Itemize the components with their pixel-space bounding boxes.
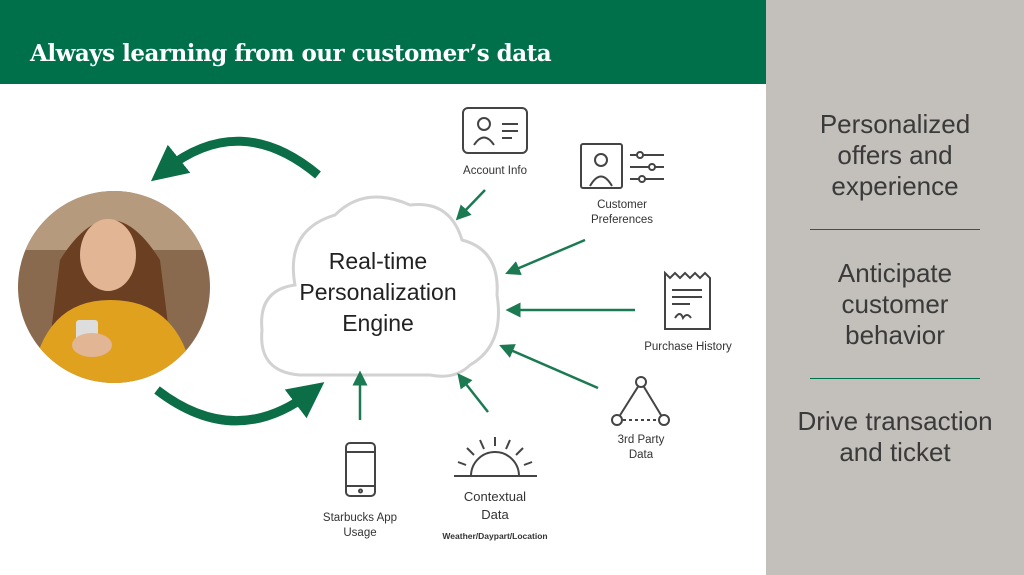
purchase-history-label: Purchase History: [644, 341, 732, 353]
slide-title: Always learning from our customer’s data: [30, 40, 552, 67]
outcomes-panel: Personalized offers and experience Antic…: [766, 0, 1024, 575]
customer-preferences-label: Customer Preferences: [590, 199, 654, 226]
account-info-label: Account Info: [463, 165, 527, 177]
contextual-data-sublabel: Weather/Daypart/Location: [442, 531, 548, 541]
sunrise-icon: [454, 437, 537, 477]
customer-photo: [18, 191, 210, 383]
divider: [810, 378, 980, 379]
cloud-shape: [260, 195, 500, 378]
smartphone-icon: [345, 442, 376, 497]
account-card-icon: [462, 107, 528, 154]
preferences-sliders-icon: [580, 143, 664, 189]
network-triangle-icon: [611, 376, 670, 426]
diagram: [18, 107, 711, 497]
outcome-drive-transaction: Drive transaction and ticket: [797, 406, 993, 467]
cycle-arrow-top: [150, 136, 321, 182]
cycle-arrow-bottom: [154, 382, 325, 426]
app-usage-label: Starbucks App Usage: [322, 512, 398, 539]
input-arrows: [352, 189, 635, 420]
divider: [810, 229, 980, 230]
contextual-data-label: Contextual Data: [463, 489, 527, 522]
receipt-icon: [664, 270, 711, 330]
third-party-data-label: 3rd Party Data: [617, 434, 665, 461]
engine-label: Real-time Personalization Engine: [299, 248, 457, 336]
outcome-anticipate-behavior: Anticipate customer behavior: [837, 258, 953, 350]
outcome-personalized-offers: Personalized offers and experience: [819, 109, 971, 201]
header-band: Always learning from our customer’s data: [0, 0, 766, 84]
